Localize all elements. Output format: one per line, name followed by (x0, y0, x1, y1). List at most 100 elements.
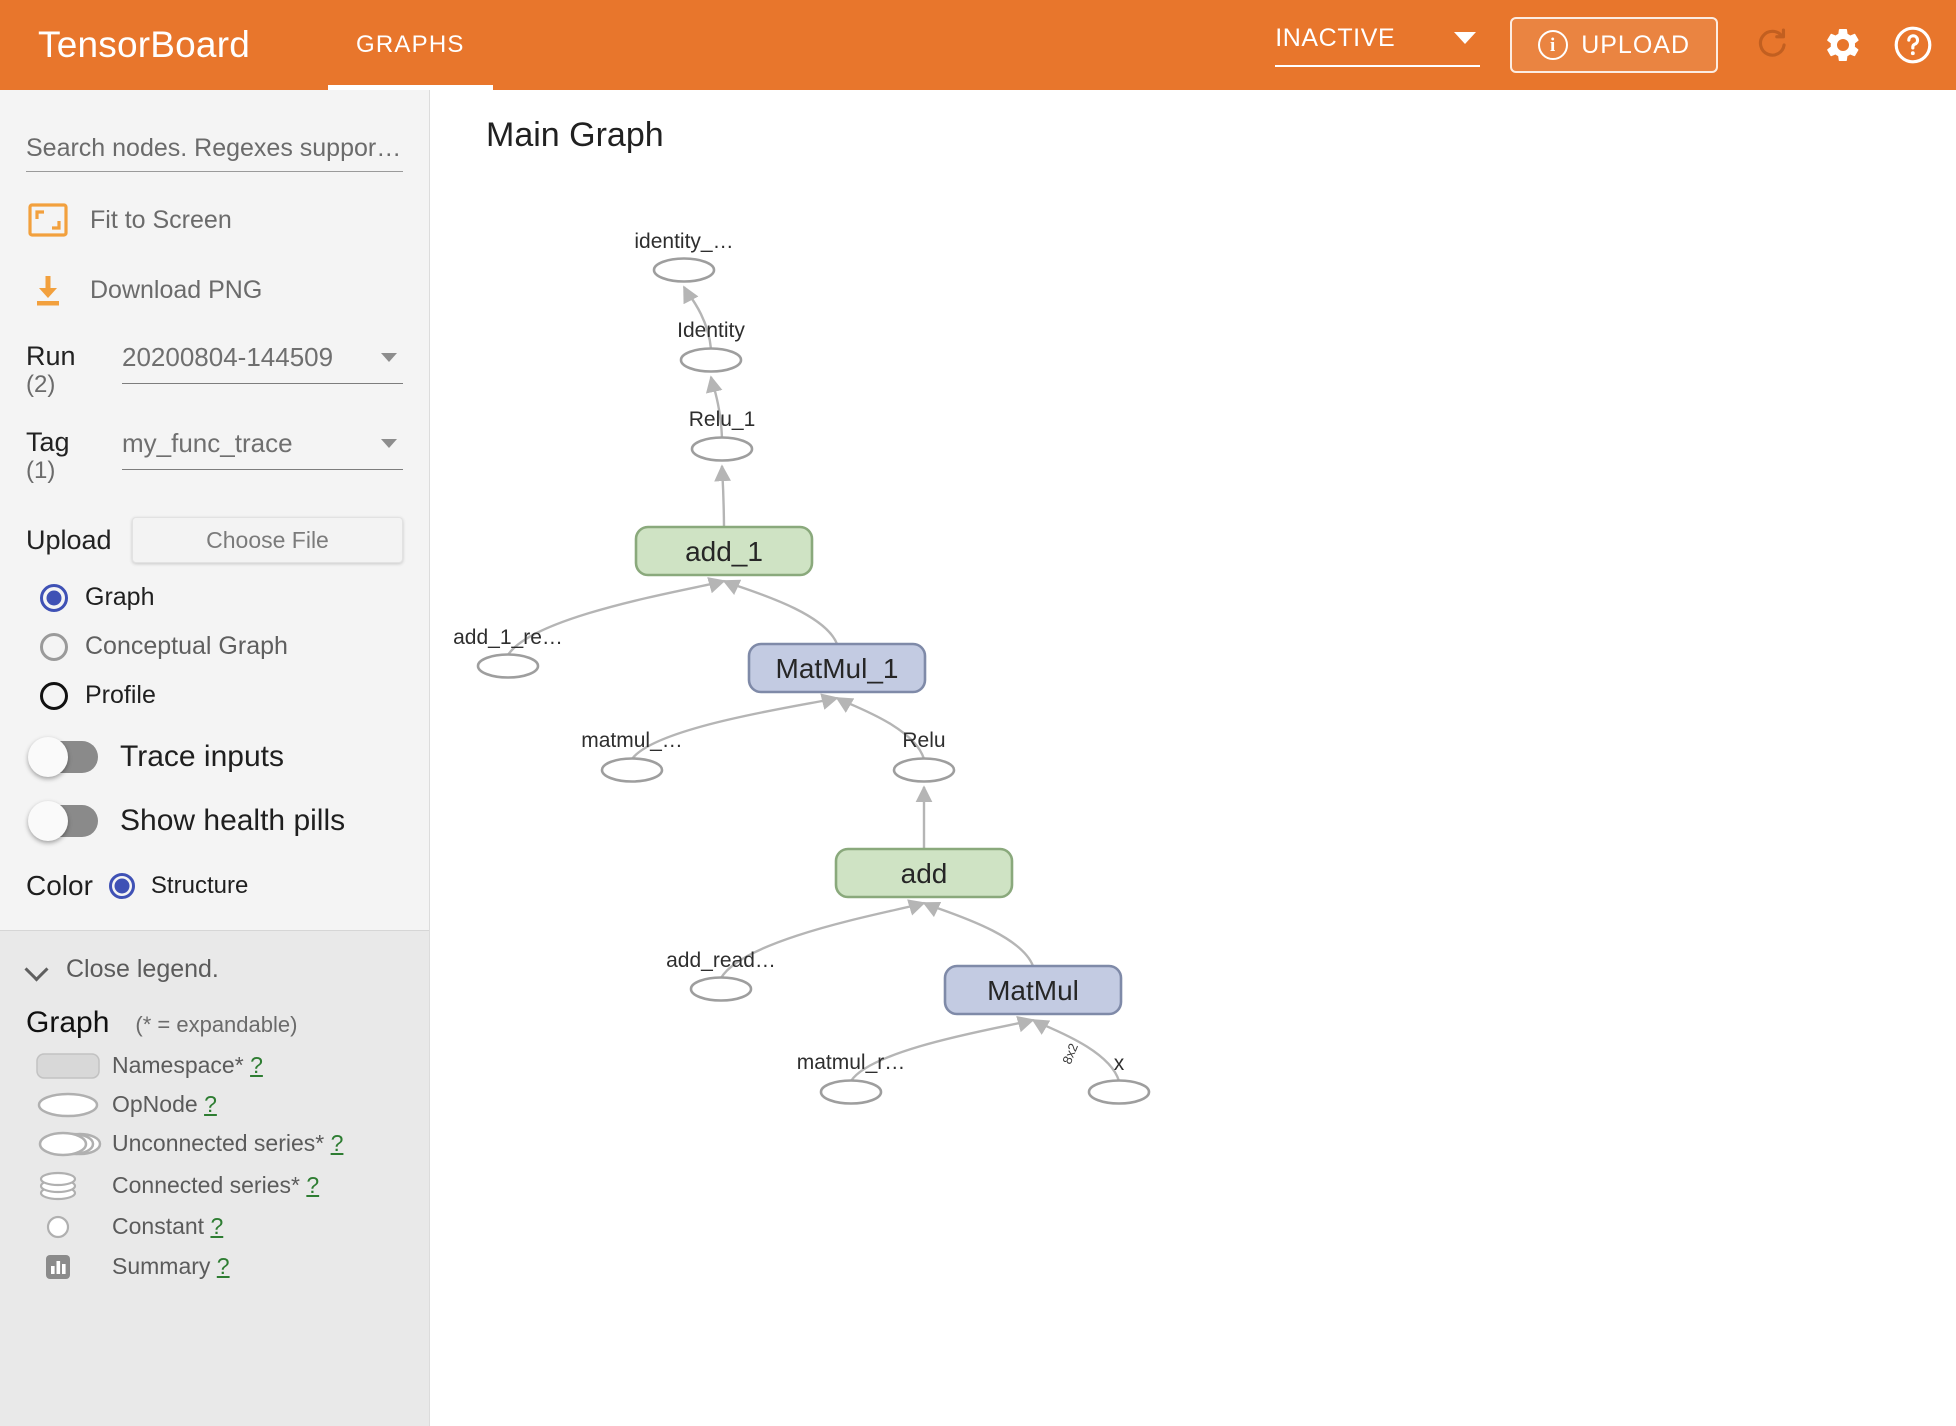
color-option-row: Color Structure (26, 870, 403, 902)
node-label: add_1_re… (453, 626, 563, 649)
graph-edge (722, 579, 839, 645)
radio-conceptual-graph-label: Conceptual Graph (85, 632, 288, 661)
refresh-icon[interactable] (1746, 18, 1800, 72)
graph-node-identity_out[interactable]: identity_… (634, 230, 734, 283)
choose-file-label: Choose File (206, 526, 329, 553)
legend-hint: (* = expandable) (135, 1012, 298, 1038)
tag-count: (1) (26, 456, 56, 484)
search-field[interactable] (26, 134, 403, 172)
chevron-down-icon (381, 353, 397, 362)
radio-graph-indicator (40, 583, 68, 612)
graph-node-x[interactable]: x (1087, 1052, 1151, 1105)
summary-swatch-icon (26, 1252, 112, 1280)
run-status-value: INACTIVE (1275, 23, 1396, 52)
graph-node-MatMul_1[interactable]: MatMul_1 (747, 642, 927, 694)
toggle-show-health-pills-label: Show health pills (120, 804, 346, 838)
legend-item-namespace: Namespace* ? (26, 1052, 403, 1079)
radio-graph[interactable]: Graph (40, 583, 403, 612)
node-label: add_read… (666, 949, 776, 972)
gear-icon[interactable] (1816, 18, 1870, 72)
legend-item-connected-series: Connected series* ? (26, 1169, 403, 1201)
radio-profile-indicator (40, 681, 68, 710)
app-bar: TensorBoard GRAPHS INACTIVE i UPLOAD (0, 0, 1956, 90)
graph-edge (835, 696, 926, 760)
graph-edge (506, 577, 726, 656)
opnode-swatch-icon (26, 1092, 112, 1118)
run-count: (2) (26, 371, 56, 399)
legend-item-opnode: OpNode ? (26, 1091, 403, 1118)
run-dropdown[interactable]: 20200804-144509 (122, 342, 403, 384)
graph-node-add[interactable]: add (834, 847, 1014, 899)
graph-edge (631, 693, 839, 760)
graph-node-matmul_read[interactable]: matmul_r… (797, 1051, 906, 1105)
download-png-action[interactable]: Download PNG (26, 268, 403, 312)
app-title: TensorBoard (38, 24, 250, 65)
upload-button[interactable]: i UPLOAD (1510, 17, 1718, 73)
choose-file-button[interactable]: Choose File (132, 517, 403, 564)
node-label: x (1114, 1052, 1125, 1075)
legend-item-opnode-label: OpNode ? (112, 1091, 217, 1118)
run-status-dropdown[interactable]: INACTIVE (1275, 23, 1481, 67)
run-label: Run (26, 341, 76, 371)
node-label: matmul_r… (797, 1051, 906, 1074)
radio-profile[interactable]: Profile (40, 681, 403, 710)
legend-item-unconnected-series-label: Unconnected series* ? (112, 1130, 344, 1157)
sidebar: Fit to Screen Download PNG Run (2) 20200… (0, 90, 430, 1426)
toggle-trace-inputs-switch[interactable] (28, 737, 98, 778)
tag-selector[interactable]: Tag (1) my_func_trace (26, 427, 403, 484)
toggle-trace-inputs-label: Trace inputs (120, 740, 284, 774)
toggle-knob (28, 801, 68, 842)
close-legend-button[interactable]: Close legend. (26, 955, 403, 984)
node-label: Relu_1 (689, 408, 756, 431)
toggle-show-health-pills-switch[interactable] (28, 801, 98, 842)
graph-node-add_1[interactable]: add_1 (634, 525, 814, 577)
graph-node-Identity[interactable]: Identity (677, 319, 745, 373)
graph-node-Relu_1[interactable]: Relu_1 (689, 408, 756, 462)
graph-edge (719, 899, 926, 979)
edge-label: 8x2 (1059, 1041, 1081, 1066)
namespace-swatch-icon (26, 1052, 112, 1079)
graph-edge (682, 285, 713, 350)
graph-node-matmul_read_1[interactable]: matmul_… (581, 729, 683, 783)
graph-edge (714, 464, 731, 528)
toggle-trace-inputs[interactable]: Trace inputs (28, 737, 403, 778)
graph-node-add_read[interactable]: add_read… (666, 949, 776, 1002)
graph-node-MatMul[interactable]: MatMul (943, 964, 1123, 1016)
tab-graphs-label: GRAPHS (356, 31, 465, 58)
tag-dropdown[interactable]: my_func_trace (122, 428, 403, 470)
page-title: Main Graph (486, 116, 664, 154)
search-input[interactable] (26, 134, 403, 163)
graph-node-Relu[interactable]: Relu (892, 729, 956, 783)
node-label: MatMul_1 (776, 653, 899, 684)
legend-panel: Close legend. Graph (* = expandable) Nam… (0, 930, 429, 1426)
chevron-down-icon (1454, 32, 1477, 44)
toggle-show-health-pills[interactable]: Show health pills (28, 801, 403, 842)
radio-structure-label: Structure (150, 872, 249, 900)
legend-item-namespace-label: Namespace* ? (112, 1052, 263, 1079)
tab-graphs[interactable]: GRAPHS (328, 0, 493, 90)
node-label: add (901, 858, 948, 889)
fit-to-screen-action[interactable]: Fit to Screen (26, 198, 403, 242)
tab-bar: GRAPHS (328, 0, 493, 90)
radio-profile-label: Profile (85, 681, 156, 710)
upload-label: Upload (26, 524, 112, 555)
legend-item-constant: Constant ? (26, 1213, 403, 1240)
graph-node-add_1_read[interactable]: add_1_re… (453, 626, 563, 679)
node-label: matmul_… (581, 729, 683, 752)
run-selector[interactable]: Run (2) 20200804-144509 (26, 342, 403, 398)
help-icon[interactable] (1886, 18, 1940, 72)
unconnected-series-swatch-icon (26, 1131, 112, 1157)
graph-edge (705, 375, 724, 439)
legend-header: Graph (* = expandable) (26, 1006, 403, 1040)
radio-structure-indicator[interactable] (108, 873, 135, 900)
close-legend-label: Close legend. (66, 955, 219, 984)
graph-edge (1031, 1018, 1121, 1082)
radio-conceptual-graph[interactable]: Conceptual Graph (40, 632, 403, 661)
node-label: add_1 (685, 536, 763, 567)
node-label: Relu (902, 729, 945, 752)
chevron-down-icon (26, 959, 48, 981)
tag-value: my_func_trace (122, 427, 293, 458)
